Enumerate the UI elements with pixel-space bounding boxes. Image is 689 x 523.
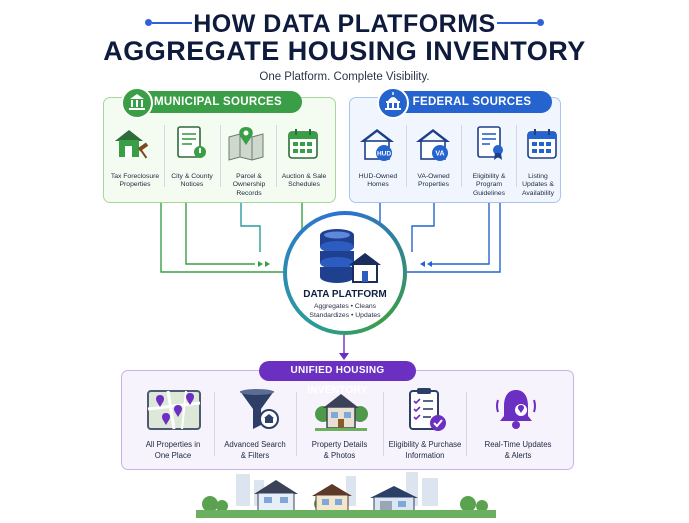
connector-tax (160, 201, 283, 273)
hud-house-icon: HUD (358, 125, 398, 166)
neighborhood-illustration (196, 468, 496, 523)
divider (164, 125, 165, 187)
clipboard-check-icon (405, 386, 449, 439)
svg-text:VA: VA (435, 151, 444, 158)
connector-guidelines (432, 201, 490, 265)
unified-item-label: Advanced Search& Filters (224, 440, 286, 460)
data-platform-title: DATA PLATFORM (303, 289, 387, 300)
connector-va (411, 201, 435, 252)
divider (220, 125, 221, 187)
house-photo-icon (313, 388, 369, 437)
page-title-line2: AGGREGATE HOUSING INVENTORY (103, 36, 586, 66)
divider (516, 125, 517, 187)
divider (383, 392, 384, 456)
page-subtitle: One Platform. Complete Visibility. (259, 71, 430, 83)
title-decoration-dot-right (537, 19, 544, 26)
map-icon (146, 387, 202, 438)
title-decoration-dot-left (145, 19, 152, 26)
unified-item-label: Property Details& Photos (311, 440, 368, 460)
divider (406, 125, 407, 187)
house-gavel-icon (112, 125, 152, 166)
calendar-grid-icon (525, 127, 561, 166)
flow-arrows (258, 261, 270, 267)
connector-parcel (240, 201, 261, 252)
title-decoration-right (497, 22, 537, 24)
page-title-line1: HOW DATA PLATFORMS (193, 10, 496, 38)
unified-inventory-title: UNIFIED HOUSING INVENTORY (259, 361, 416, 396)
database-house-icon (315, 227, 381, 292)
document-notice-icon (172, 125, 212, 166)
federal-item-label: Listing Updates &Availability (522, 173, 554, 197)
federal-sources-title: FEDERAL SOURCES (392, 91, 552, 113)
divider (461, 125, 462, 187)
certificate-icon (470, 125, 510, 166)
municipal-sources-title: MUNICIPAL SOURCES (134, 91, 302, 113)
divider (296, 392, 297, 456)
calendar-icon (286, 127, 322, 166)
map-pin-icon (226, 125, 266, 166)
funnel-icon (237, 387, 281, 438)
va-house-icon: VA (414, 125, 454, 166)
connector-city (185, 201, 255, 265)
connector-listing (407, 201, 501, 273)
title-decoration-left (152, 22, 192, 24)
capitol-icon (377, 87, 409, 119)
bell-icon (495, 386, 537, 437)
divider (466, 392, 467, 456)
unified-item-label: Real-Time Updates& Alerts (484, 440, 552, 460)
city-hall-icon (121, 87, 153, 119)
divider (276, 125, 277, 187)
svg-text:HUD: HUD (377, 151, 391, 158)
divider (214, 392, 215, 456)
down-arrow-head (339, 353, 349, 360)
